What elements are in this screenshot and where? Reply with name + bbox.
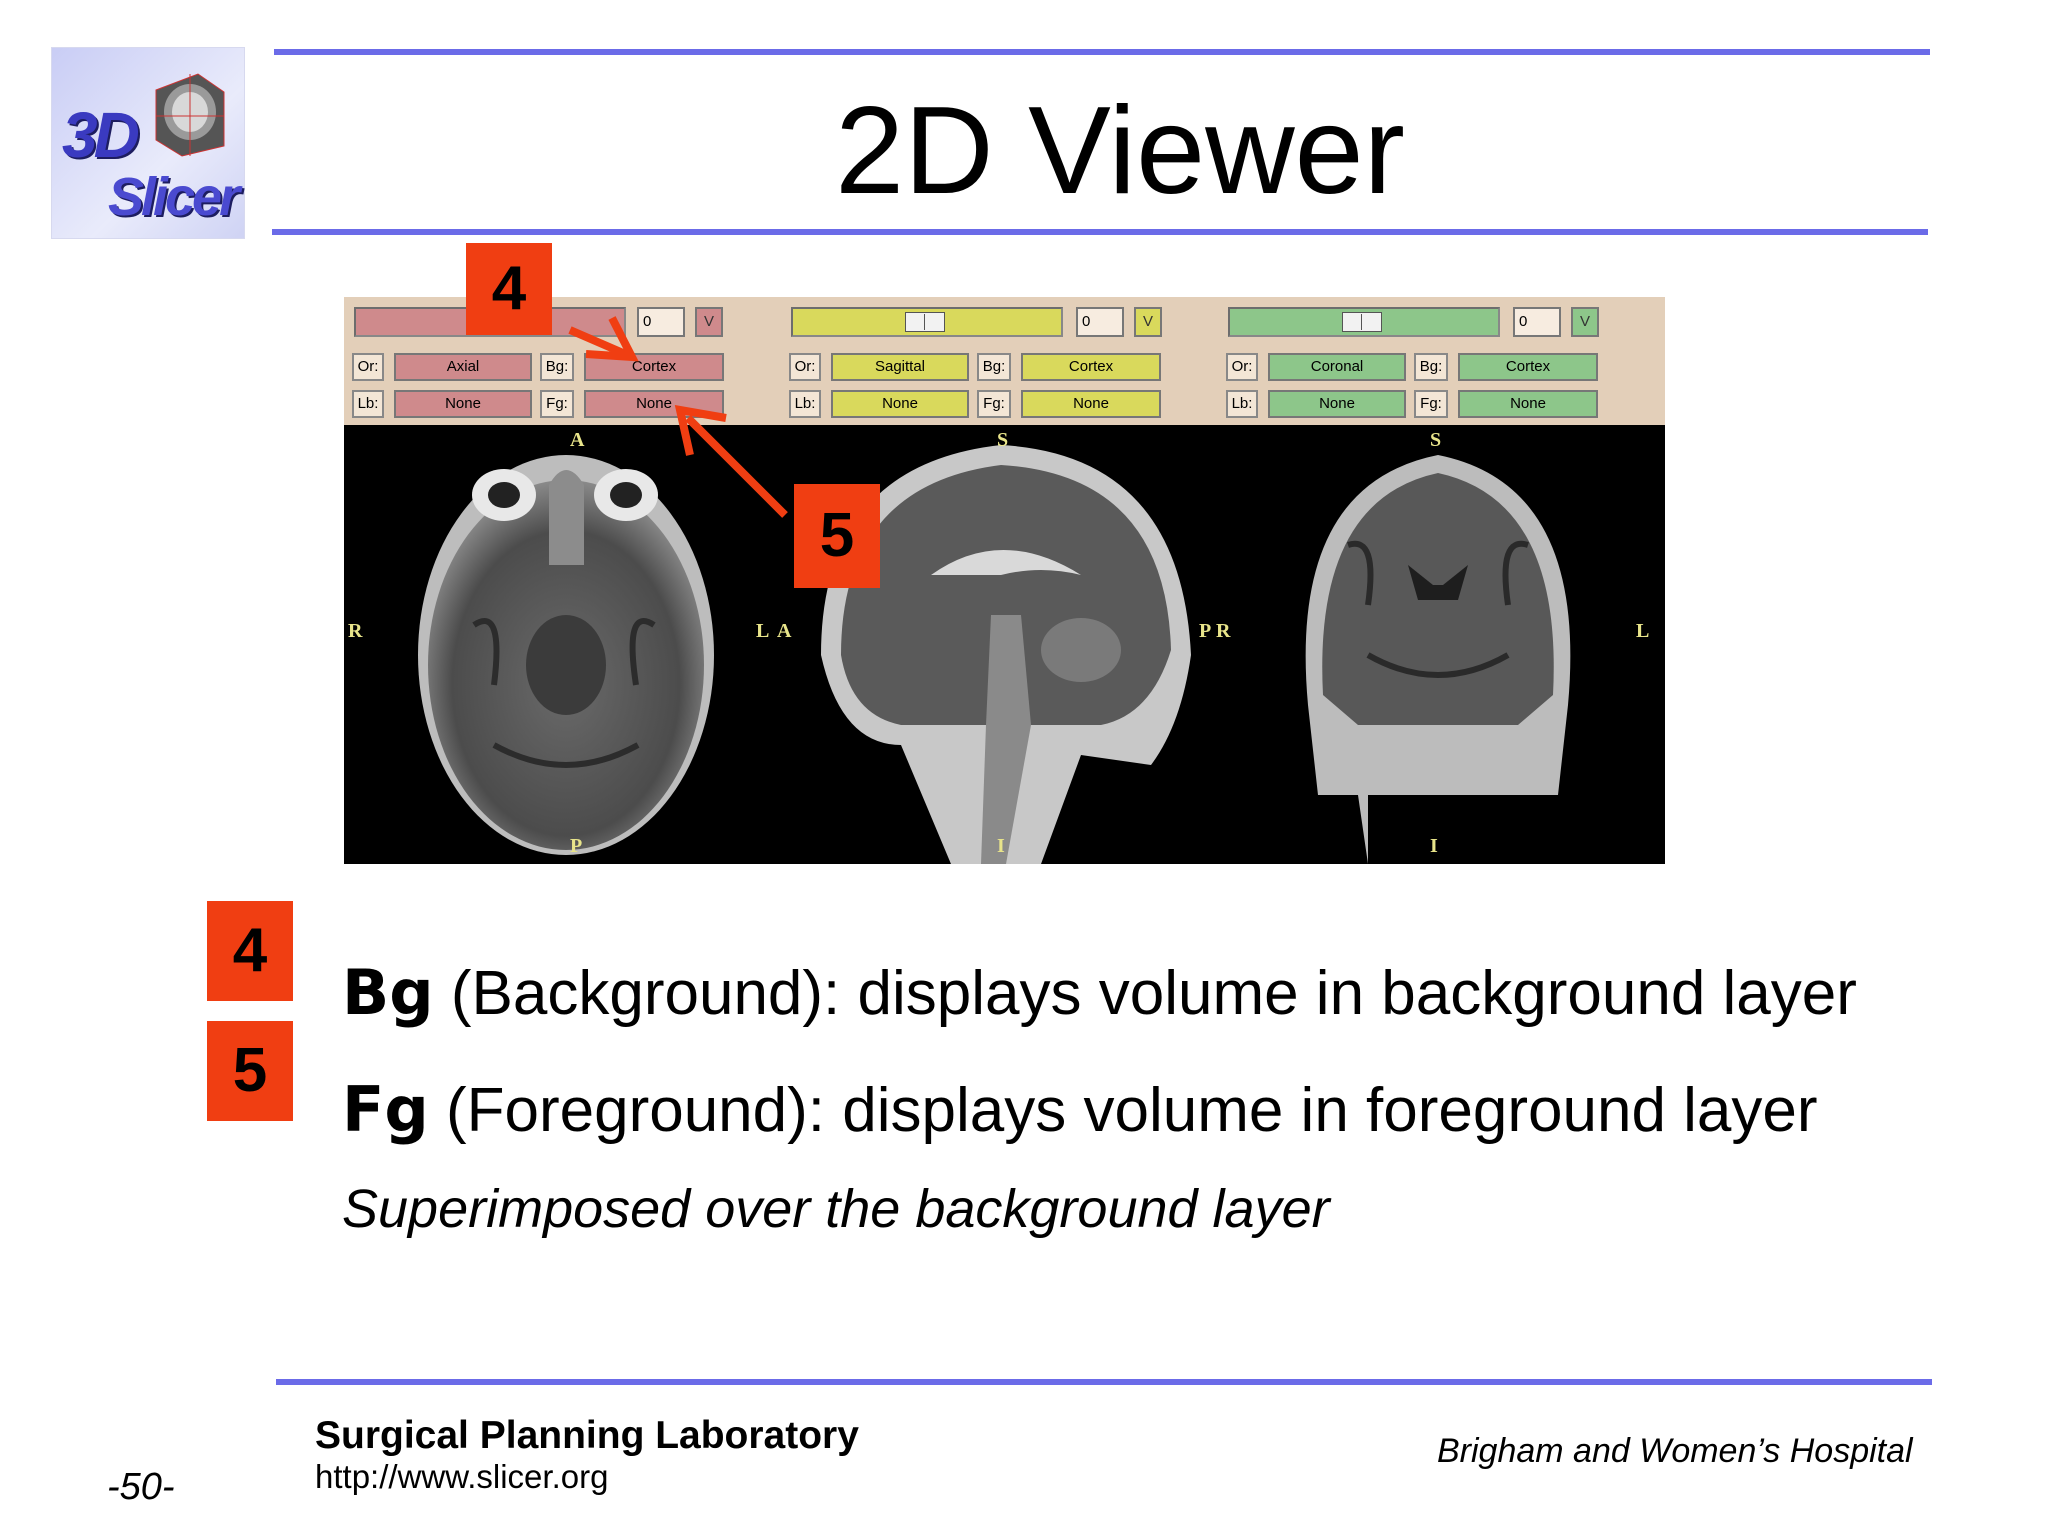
axial-right-label: L	[756, 620, 770, 642]
red-orientation-menu[interactable]: Axial	[394, 353, 532, 381]
yellow-or-label: Or:	[789, 353, 821, 381]
arrow-4-head-icon	[585, 316, 639, 362]
yellow-bg-label: Bg:	[977, 353, 1011, 381]
green-or-label: Or:	[1226, 353, 1258, 381]
coronal-bottom-label: I	[1430, 835, 1438, 857]
yellow-slice-slider[interactable]	[791, 307, 1063, 337]
arrow-5-icon	[685, 415, 788, 518]
axial-top-label: A	[570, 429, 585, 451]
green-slice-offset-input[interactable]: 0	[1513, 307, 1561, 337]
yellow-fg-label: Fg:	[977, 390, 1011, 418]
legend-4-badge: 4	[207, 901, 293, 1001]
axial-bottom-label: P	[570, 835, 583, 857]
green-label-menu[interactable]: None	[1268, 390, 1406, 418]
footer-url-link[interactable]: http://www.slicer.org	[315, 1458, 609, 1495]
axial-slice-view[interactable]: A P R L	[344, 425, 784, 864]
yellow-foreground-menu[interactable]: None	[1021, 390, 1161, 418]
green-visibility-button[interactable]: V	[1571, 307, 1599, 337]
sagittal-slice-view[interactable]: S I A P	[777, 425, 1221, 864]
bullet-fg-text: (Foreground): displays volume in foregro…	[428, 1076, 1818, 1145]
red-bg-label: Bg:	[540, 353, 574, 381]
green-lb-label: Lb:	[1226, 390, 1258, 418]
slide-title: 2D Viewer	[835, 82, 1405, 220]
red-slice-controls: 0 V Or: Axial Bg: Cortex Lb: None Fg: No…	[344, 297, 784, 425]
viewer-control-bar: 0 V Or: Axial Bg: Cortex Lb: None Fg: No…	[344, 297, 1665, 425]
bullet-bg-text: (Background): displays volume in backgro…	[433, 959, 1857, 1028]
yellow-visibility-button[interactable]: V	[1134, 307, 1162, 337]
callout-4-badge: 4	[466, 243, 552, 335]
green-slice-slider[interactable]	[1228, 307, 1500, 337]
yellow-orientation-menu[interactable]: Sagittal	[831, 353, 969, 381]
coronal-left-label: R	[1216, 620, 1231, 642]
logo-text-3d: 3D	[62, 99, 140, 171]
green-orientation-menu[interactable]: Coronal	[1268, 353, 1406, 381]
footer-lab-name: Surgical Planning Laboratory	[315, 1414, 859, 1457]
sagittal-left-label: A	[777, 620, 792, 642]
sagittal-brain-image	[821, 445, 1191, 864]
legend-5-badge: 5	[207, 1021, 293, 1121]
yellow-slice-controls: 0 V Or: Sagittal Bg: Cortex Lb: None Fg:…	[781, 297, 1221, 425]
red-visibility-button[interactable]: V	[695, 307, 723, 337]
coronal-right-label: L	[1636, 620, 1650, 642]
green-slice-controls: 0 V Or: Coronal Bg: Cortex Lb: None Fg: …	[1218, 297, 1658, 425]
red-label-menu[interactable]: None	[394, 390, 532, 418]
page-number: -50-	[107, 1466, 175, 1508]
yellow-slider-thumb[interactable]	[905, 312, 945, 332]
axial-brain-image	[418, 455, 714, 855]
slicer-2d-viewer: 0 V Or: Axial Bg: Cortex Lb: None Fg: No…	[344, 297, 1665, 864]
green-bg-label: Bg:	[1414, 353, 1448, 381]
bullet-bg-term: Bg	[342, 956, 434, 1029]
coronal-top-label: S	[1430, 429, 1442, 451]
footer-hospital: Brigham and Women’s Hospital	[1437, 1432, 1913, 1470]
coronal-slice-view[interactable]: S I R L	[1216, 425, 1658, 864]
yellow-lb-label: Lb:	[789, 390, 821, 418]
brain-cube-icon	[155, 73, 225, 157]
green-fg-label: Fg:	[1414, 390, 1448, 418]
red-lb-label: Lb:	[352, 390, 384, 418]
sagittal-bottom-label: I	[997, 835, 1005, 857]
yellow-label-menu[interactable]: None	[831, 390, 969, 418]
yellow-background-menu[interactable]: Cortex	[1021, 353, 1161, 381]
red-fg-label: Fg:	[540, 390, 574, 418]
green-foreground-menu[interactable]: None	[1458, 390, 1598, 418]
red-slice-offset-input[interactable]: 0	[637, 307, 685, 337]
bullet-fg: Fg (Foreground): displays volume in fore…	[342, 1073, 1818, 1146]
sagittal-right-label: P	[1199, 620, 1212, 642]
arrow-5-head-icon	[674, 405, 727, 456]
axial-left-label: R	[348, 620, 363, 642]
logo-text-slicer: Slicer	[108, 167, 240, 227]
slicer-logo: 3D Slicer	[51, 47, 245, 239]
note-text: Superimposed over the background layer	[342, 1179, 1330, 1239]
bullet-bg: Bg (Background): displays volume in back…	[342, 956, 1857, 1029]
green-background-menu[interactable]: Cortex	[1458, 353, 1598, 381]
footer-rule	[276, 1379, 1932, 1385]
header-rule-bottom	[272, 229, 1928, 235]
yellow-slice-offset-input[interactable]: 0	[1076, 307, 1124, 337]
bullet-fg-term: Fg	[342, 1073, 429, 1146]
red-or-label: Or:	[352, 353, 384, 381]
header-rule-top	[274, 49, 1930, 55]
sagittal-top-label: S	[997, 429, 1009, 451]
green-slider-thumb[interactable]	[1342, 312, 1382, 332]
coronal-brain-image	[1305, 455, 1571, 864]
callout-5-badge: 5	[794, 484, 880, 588]
arrow-4-icon	[568, 326, 632, 360]
